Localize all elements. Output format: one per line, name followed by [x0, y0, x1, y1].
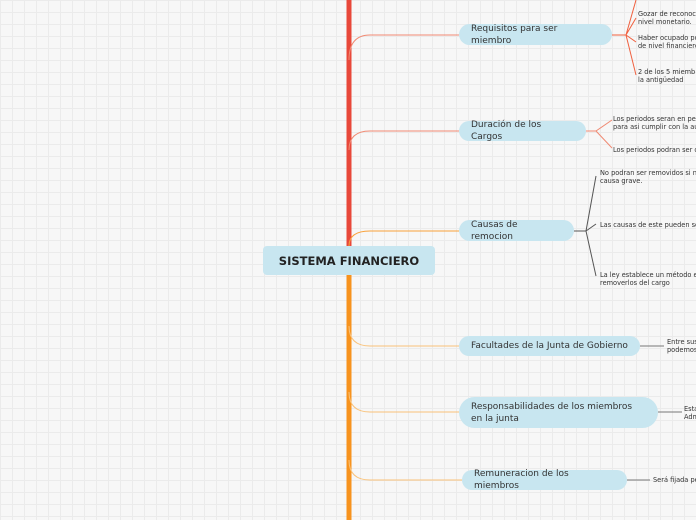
central-topic[interactable]: SISTEMA FINANCIERO: [263, 246, 435, 275]
leaf-text[interactable]: Haber ocupado po: [638, 34, 696, 42]
leaf-text[interactable]: Adm: [684, 413, 696, 421]
topic-remuneracion[interactable]: Remuneracion de los miembros: [462, 469, 627, 491]
leaf-text[interactable]: Esta: [684, 405, 696, 413]
topic-responsabilidades[interactable]: Responsabilidades de los miembros en la …: [459, 397, 658, 428]
leaf-text[interactable]: para asi cumplir con la au: [613, 123, 696, 131]
leaf-text[interactable]: causa grave.: [600, 177, 643, 185]
leaf-text[interactable]: Las causas de este pueden se: [600, 221, 696, 229]
leaf-text[interactable]: de nivel financiero: [638, 42, 696, 50]
leaf-text[interactable]: Entre sus: [667, 338, 696, 346]
leaf-text[interactable]: nivel monetario.: [638, 18, 692, 26]
topic-causas-remocion[interactable]: Causas de remocion: [459, 220, 574, 242]
leaf-text[interactable]: Será fijada pe: [653, 476, 696, 484]
leaf-text[interactable]: la antigüedad: [638, 76, 684, 84]
leaf-text[interactable]: podemos: [667, 346, 696, 354]
topic-requisitos[interactable]: Requisitos para ser miembro: [459, 24, 612, 46]
topic-facultades[interactable]: Facultades de la Junta de Gobierno: [459, 336, 640, 356]
leaf-text[interactable]: removerlos del cargo: [600, 279, 670, 287]
leaf-text[interactable]: Gozar de reconoc: [638, 10, 696, 18]
leaf-text[interactable]: Los periodos seran en per: [613, 115, 696, 123]
leaf-text[interactable]: Los periodos podran ser c: [613, 146, 696, 154]
leaf-text[interactable]: 2 de los 5 miemb: [638, 68, 696, 76]
leaf-text[interactable]: No podran ser removidos si n: [600, 169, 696, 177]
topic-duracion[interactable]: Duración de los Cargos: [459, 120, 586, 142]
leaf-text[interactable]: La ley establece un método e: [600, 271, 696, 279]
